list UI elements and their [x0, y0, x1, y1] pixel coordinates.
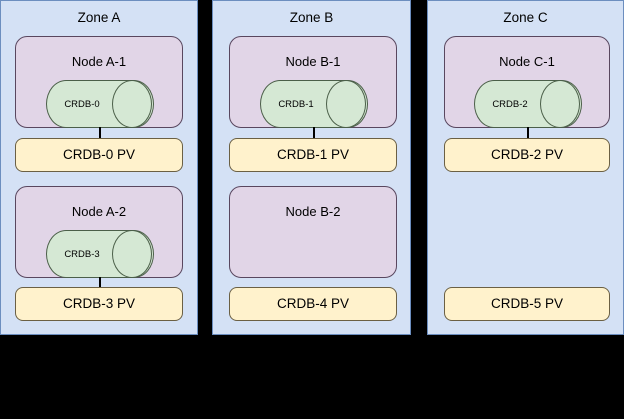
- database-cylinder-crdb-2[interactable]: CRDB-2: [474, 80, 582, 128]
- pv-box-crdb-3[interactable]: CRDB-3 PV: [15, 287, 183, 321]
- pv-box-crdb-0[interactable]: CRDB-0 PV: [15, 138, 183, 172]
- pv-box-crdb-2[interactable]: CRDB-2 PV: [444, 138, 610, 172]
- zone-container-a[interactable]: Zone A Node A-1 CRDB-0 CRDB-0 PV Node A-…: [0, 0, 198, 335]
- database-label-crdb-1: CRDB-1: [278, 98, 314, 110]
- zone-title-b: Zone B: [289, 10, 334, 25]
- node-box-c-1[interactable]: Node C-1 CRDB-2: [444, 36, 610, 128]
- connector-node-b-1-to-pv: [313, 127, 315, 139]
- database-cylinder-crdb-3[interactable]: CRDB-3: [46, 230, 154, 278]
- database-cylinder-crdb-1[interactable]: CRDB-1: [260, 80, 368, 128]
- node-title-b-2: Node B-2: [285, 204, 341, 219]
- pv-label-crdb-3: CRDB-3 PV: [62, 296, 135, 311]
- pv-label-crdb-5: CRDB-5 PV: [490, 296, 563, 311]
- database-label-crdb-0: CRDB-0: [64, 98, 100, 110]
- database-cylinder-cap-icon: [112, 230, 152, 278]
- node-box-b-1[interactable]: Node B-1 CRDB-1: [229, 36, 397, 128]
- pv-label-crdb-4: CRDB-4 PV: [276, 296, 349, 311]
- pv-box-crdb-4[interactable]: CRDB-4 PV: [229, 287, 397, 321]
- database-label-crdb-2: CRDB-2: [492, 98, 528, 110]
- node-title-a-2: Node A-2: [71, 204, 127, 219]
- zone-container-b[interactable]: Zone B Node B-1 CRDB-1 CRDB-1 PV Node B-…: [212, 0, 411, 335]
- connector-node-a-1-to-pv: [99, 127, 101, 139]
- node-box-b-2[interactable]: Node B-2: [229, 186, 397, 278]
- connector-node-a-2-to-pv: [99, 277, 101, 289]
- database-cylinder-cap-icon: [326, 80, 366, 128]
- pv-label-crdb-2: CRDB-2 PV: [490, 147, 563, 162]
- database-cylinder-crdb-0[interactable]: CRDB-0: [46, 80, 154, 128]
- node-title-b-1: Node B-1: [285, 54, 341, 69]
- zone-title-a: Zone A: [77, 10, 121, 25]
- pv-label-crdb-0: CRDB-0 PV: [62, 147, 135, 162]
- pv-box-crdb-1[interactable]: CRDB-1 PV: [229, 138, 397, 172]
- zone-title-c: Zone C: [503, 10, 548, 25]
- database-cylinder-cap-icon: [112, 80, 152, 128]
- database-label-crdb-3: CRDB-3: [64, 248, 100, 260]
- node-title-c-1: Node C-1: [499, 54, 555, 69]
- connector-node-c-1-to-pv: [527, 127, 529, 139]
- node-box-a-1[interactable]: Node A-1 CRDB-0: [15, 36, 183, 128]
- pv-box-crdb-5[interactable]: CRDB-5 PV: [444, 287, 610, 321]
- zone-container-c[interactable]: Zone C Node C-1 CRDB-2 CRDB-2 PV CRDB-5 …: [427, 0, 624, 335]
- database-cylinder-cap-icon: [540, 80, 580, 128]
- node-title-a-1: Node A-1: [71, 54, 127, 69]
- pv-label-crdb-1: CRDB-1 PV: [276, 147, 349, 162]
- node-box-a-2[interactable]: Node A-2 CRDB-3: [15, 186, 183, 278]
